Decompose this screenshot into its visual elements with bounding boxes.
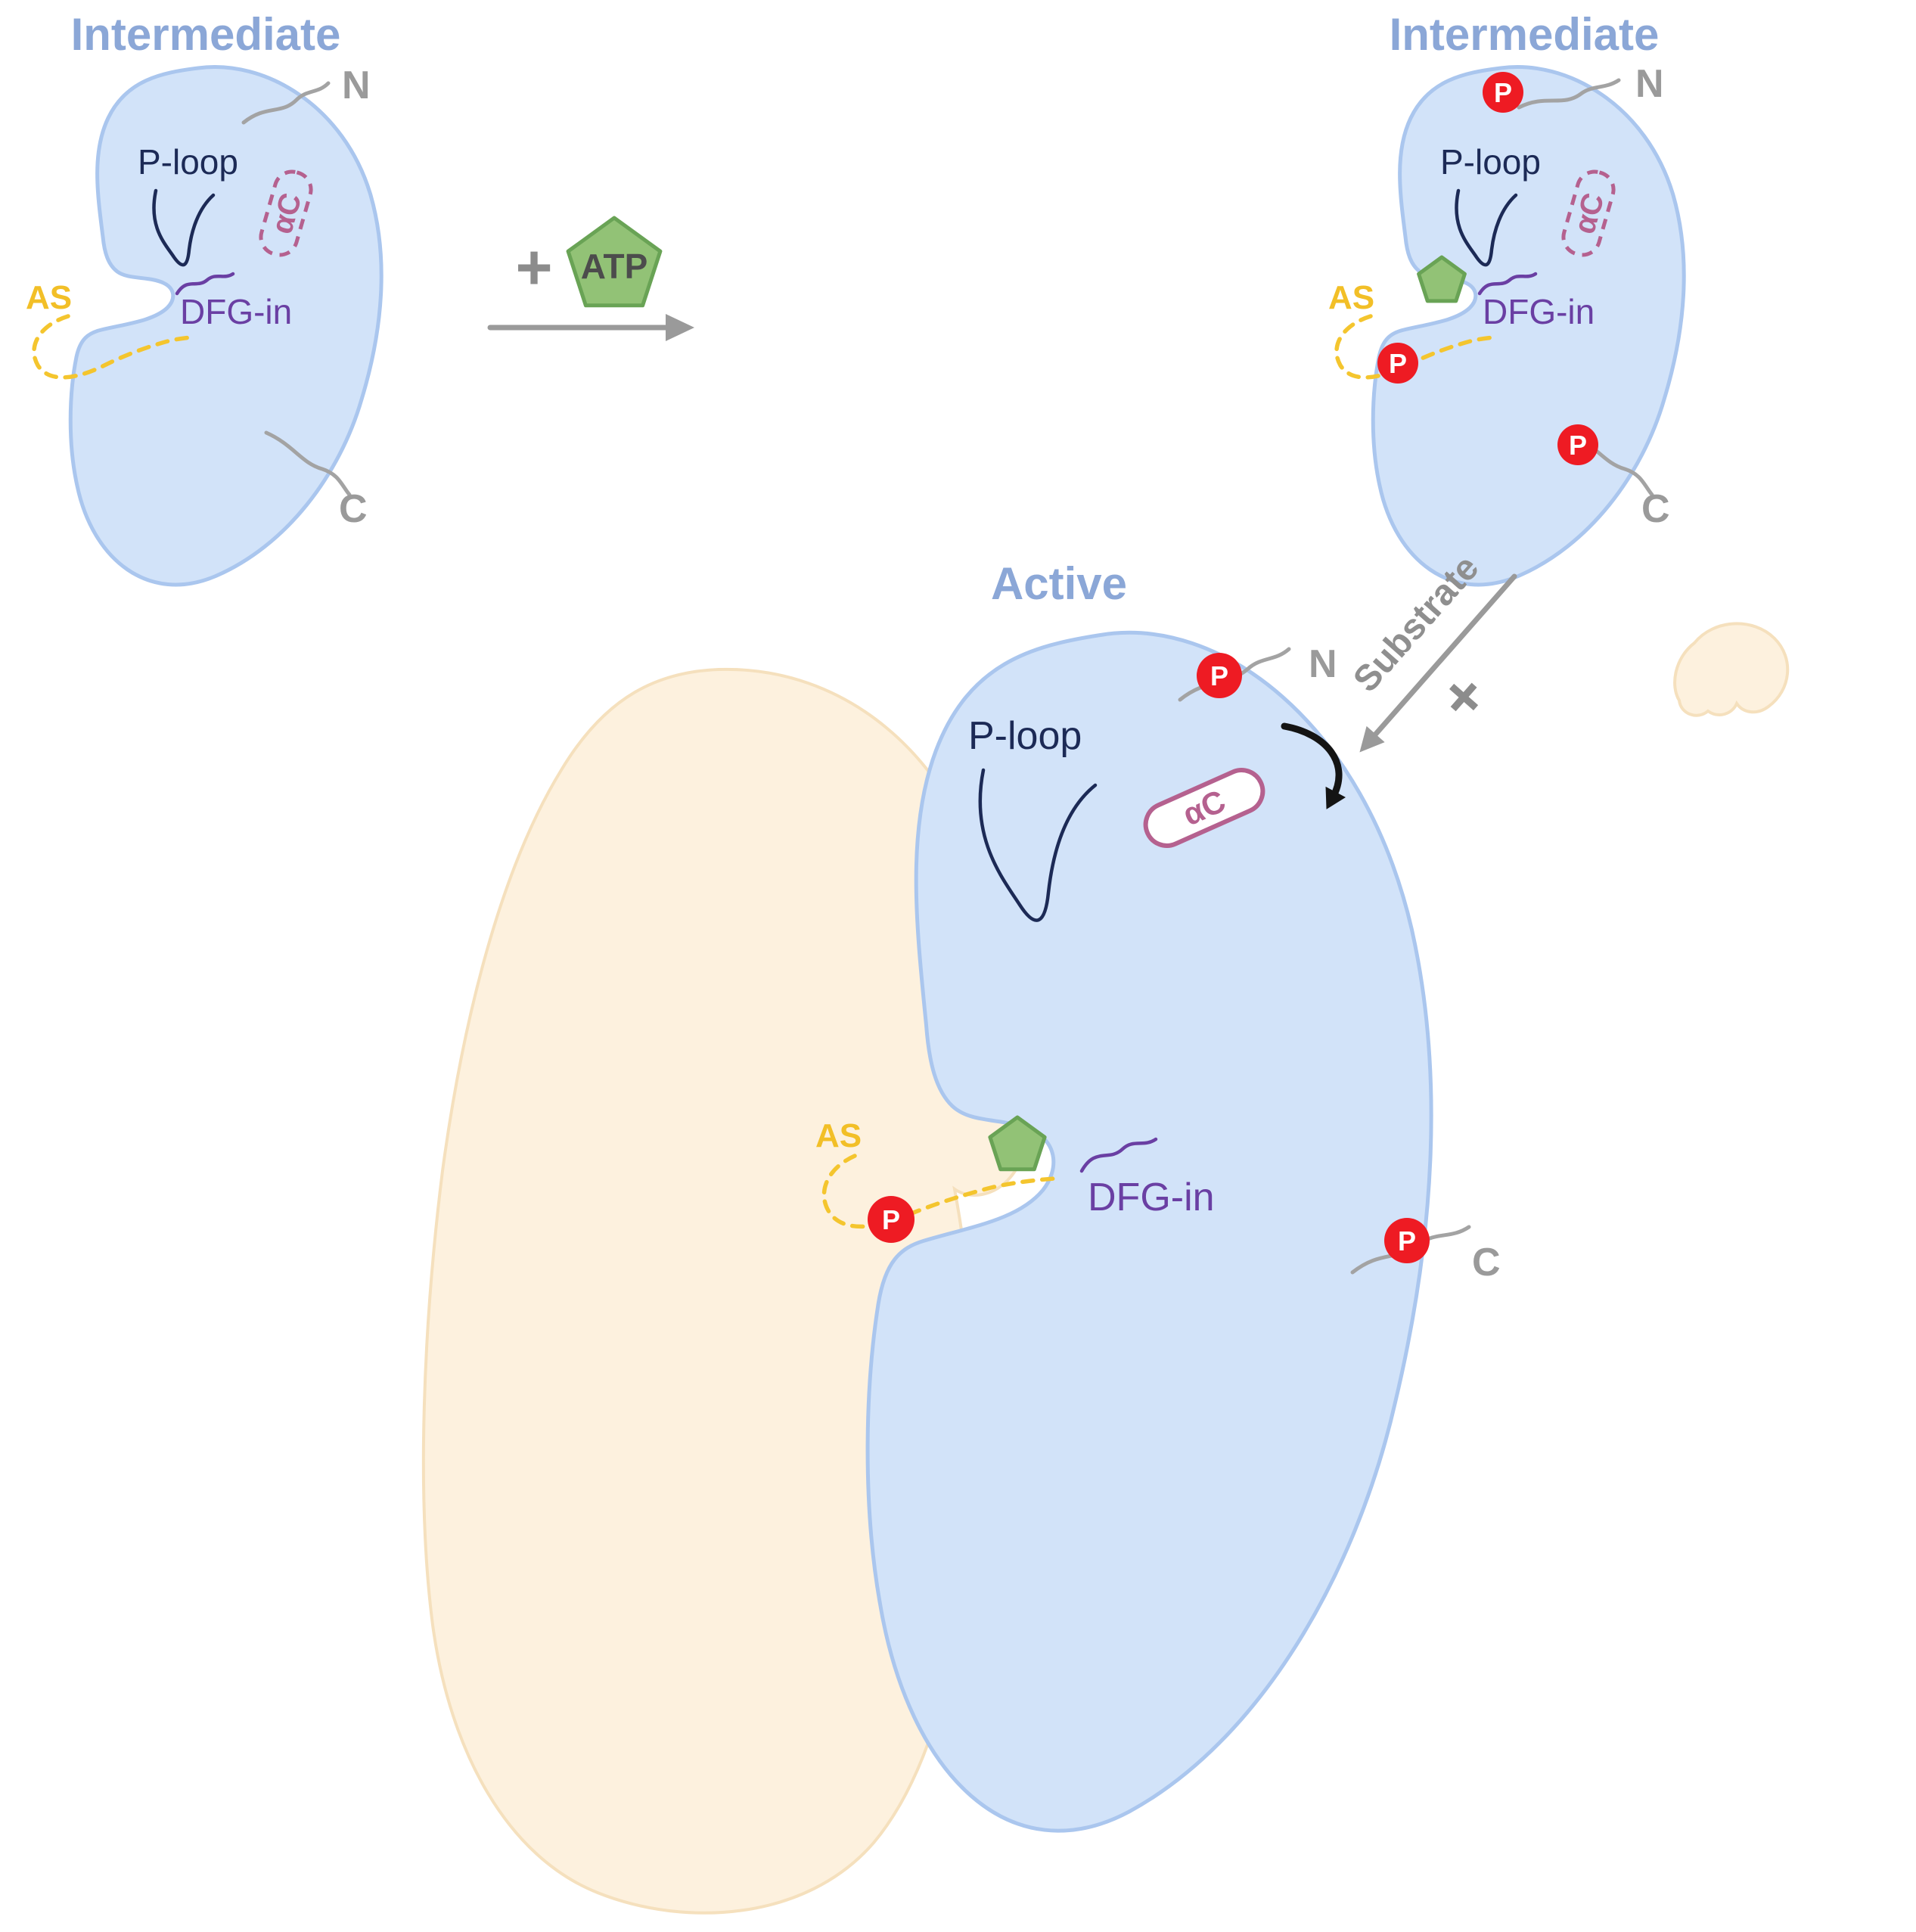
c-terminus-label: C	[1641, 487, 1670, 531]
dfg-motif-curve	[1079, 1137, 1158, 1173]
c-terminus-label: C	[339, 487, 368, 531]
p-loop-curve	[152, 188, 216, 267]
alpha-c-pill-outline	[1561, 169, 1616, 257]
alpha-c-helix-solid: αC	[1143, 768, 1265, 848]
phosphate-circle	[1557, 424, 1598, 465]
p-loop-label: P-loop	[138, 142, 238, 182]
panel-active: Active P N P-loop αC DFG-in AS P P	[421, 558, 1501, 1915]
phosphate-badge-c: P	[1384, 1218, 1430, 1263]
panel-intermediate-2: Intermediate P N P-loop αC DFG-in AS P P…	[1328, 9, 1684, 585]
substrate-arrow-head	[1359, 725, 1385, 753]
substrate-step: Substrate +	[1346, 548, 1790, 753]
panel-title: Active	[991, 558, 1127, 609]
n-terminus-line	[241, 81, 331, 125]
phosphate-circle	[868, 1196, 915, 1243]
atp-pentagon-icon	[566, 216, 663, 308]
substrate-mini-blob	[1673, 622, 1790, 717]
dfg-in-label: DFG-in	[180, 292, 292, 331]
n-terminus-label: N	[1635, 62, 1664, 106]
alpha-c-pill-outline	[1143, 768, 1265, 848]
c-terminus-line	[264, 430, 352, 497]
substrate-arrow-line	[1368, 573, 1517, 743]
plus-sign: +	[515, 231, 552, 303]
phosphate-circle	[1197, 653, 1242, 698]
atp-bound-pentagon-icon	[1417, 255, 1467, 303]
phosphate-circle	[1384, 1218, 1430, 1263]
phosphate-label: P	[882, 1204, 900, 1235]
activation-segment-line	[821, 1154, 1057, 1229]
alpha-c-rotation-arrow-head	[1325, 786, 1346, 809]
substrate-plus-sign: +	[1424, 659, 1502, 734]
dfg-motif-curve	[1477, 272, 1538, 296]
n-terminus-label: N	[1309, 642, 1337, 686]
dfg-motif-curve	[175, 272, 235, 296]
phosphate-label: P	[1210, 660, 1228, 691]
panel-intermediate-1: Intermediate N P-loop αC DFG-in AS C	[26, 9, 381, 585]
activation-segment-label: AS	[1328, 279, 1374, 316]
c-terminus-label: C	[1472, 1241, 1501, 1284]
activation-segment-label: AS	[26, 279, 72, 316]
dfg-in-label: DFG-in	[1088, 1176, 1215, 1219]
panel-title: Intermediate	[71, 9, 341, 60]
n-terminus-line	[1517, 78, 1621, 110]
activation-segment-line	[1334, 314, 1495, 380]
phosphate-badge-as: P	[1377, 343, 1418, 384]
activation-segment-label: AS	[815, 1117, 862, 1154]
alpha-c-pill-outline	[259, 169, 313, 257]
phosphate-label: P	[1494, 77, 1512, 108]
phosphate-label: P	[1569, 430, 1587, 461]
phosphate-label: P	[1398, 1225, 1416, 1256]
reaction-arrow-head	[666, 314, 694, 341]
p-loop-curve	[978, 768, 1098, 922]
panel-title: Intermediate	[1390, 9, 1660, 60]
phosphate-circle	[1377, 343, 1418, 384]
n-terminus-label: N	[342, 64, 371, 107]
phosphate-badge-n: P	[1197, 653, 1242, 698]
dfg-in-label: DFG-in	[1483, 292, 1595, 331]
alpha-c-rotation-arrow	[1281, 722, 1343, 801]
phosphate-badge-c: P	[1557, 424, 1598, 465]
p-loop-label: P-loop	[968, 714, 1082, 758]
activation-segment-line	[32, 314, 193, 380]
phosphate-label: P	[1389, 348, 1407, 379]
phosphate-circle	[1483, 72, 1523, 113]
atp-bound-pentagon-icon	[988, 1115, 1047, 1172]
phosphate-badge-n: P	[1483, 72, 1523, 113]
atp-label: ATP	[581, 247, 648, 286]
reaction-step-atp: + ATP	[487, 216, 694, 341]
phosphate-badge-as: P	[868, 1196, 915, 1243]
p-loop-curve	[1455, 188, 1518, 267]
p-loop-label: P-loop	[1440, 142, 1541, 182]
